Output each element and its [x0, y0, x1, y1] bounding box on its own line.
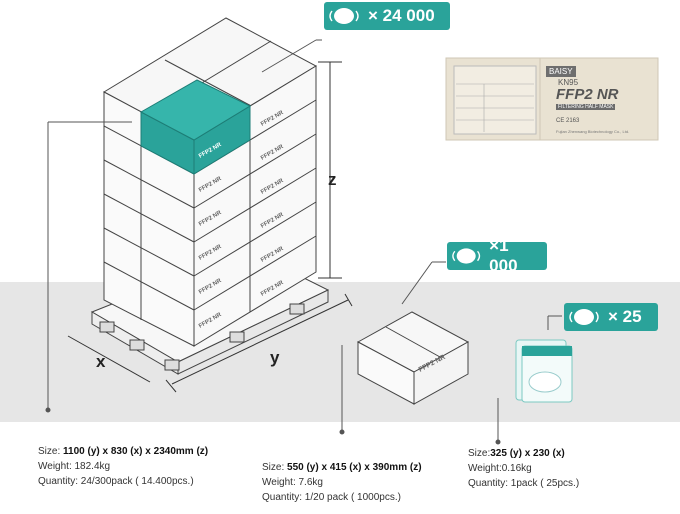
carton-stack: [102, 17, 318, 347]
pack-quantity-label: × 25: [608, 307, 642, 326]
product-label-photo: [445, 57, 659, 141]
label-title: FFP2 NR: [556, 86, 619, 103]
pack-size-prefix: Size:: [468, 448, 491, 459]
pallet-quantity-badge: × 24 000: [324, 2, 450, 30]
face-mask-icon: [452, 248, 481, 264]
pallet-info: Size: 1100 (y) x 830 (x) x 2340mm (z) We…: [38, 444, 208, 489]
carton-size-prefix: Size:: [262, 462, 288, 473]
pallet-quantity: Quantity: 24/300pack ( 14.400pcs.): [38, 476, 194, 487]
pack-size-value: 325 (y) x 230 (x): [490, 448, 565, 459]
pack-weight: Weight:0.16kg: [468, 463, 532, 474]
label-subtitle: FILTERING HALF MASK: [556, 104, 616, 110]
face-mask-icon: [329, 8, 359, 24]
face-mask-icon: [569, 309, 599, 325]
pack-quantity-badge: × 25: [564, 303, 658, 331]
carton-size-value: 550 (y) x 415 (x) x 390mm (z): [287, 462, 422, 473]
single-carton: FFP2 NR: [356, 311, 470, 405]
leader-lines: [45, 39, 562, 445]
carton-weight: Weight: 7.6kg: [262, 477, 323, 488]
pack-size: Size:325 (y) x 230 (x): [468, 446, 579, 461]
axis-x-label: x: [96, 352, 106, 371]
pallet-quantity-label: × 24 000: [368, 6, 435, 25]
carton-quantity-badge: ×1 000: [447, 236, 547, 275]
axis-y-label: y: [270, 348, 280, 367]
label-brand: BAISY: [546, 66, 576, 77]
pallet-size-prefix: Size:: [38, 446, 64, 457]
carton-size: Size: 550 (y) x 415 (x) x 390mm (z): [262, 460, 422, 475]
label-model: KN95: [558, 78, 579, 87]
carton-quantity: Quantity: 1/20 pack ( 1000pcs.): [262, 492, 401, 503]
pack-quantity: Quantity: 1pack ( 25pcs.): [468, 478, 580, 489]
pallet-weight: Weight: 182.4kg: [38, 461, 111, 472]
label-manufacturer: Fujian Zhenwang Biotechnology Co., Ltd.: [556, 129, 630, 134]
axis-z-label: z: [328, 170, 337, 189]
carton-info: Size: 550 (y) x 415 (x) x 390mm (z) Weig…: [262, 460, 422, 505]
pack-info: Size:325 (y) x 230 (x) Weight:0.16kg Qua…: [468, 446, 579, 491]
label-ce: CE 2163: [556, 118, 580, 124]
pallet-size-value: 1100 (y) x 830 (x) x 2340mm (z): [63, 446, 209, 457]
pallet-size: Size: 1100 (y) x 830 (x) x 2340mm (z): [38, 444, 208, 459]
mask-pack: [515, 339, 573, 403]
dimension-lines: [67, 61, 353, 393]
carton-quantity-label: ×1 000: [489, 236, 518, 275]
